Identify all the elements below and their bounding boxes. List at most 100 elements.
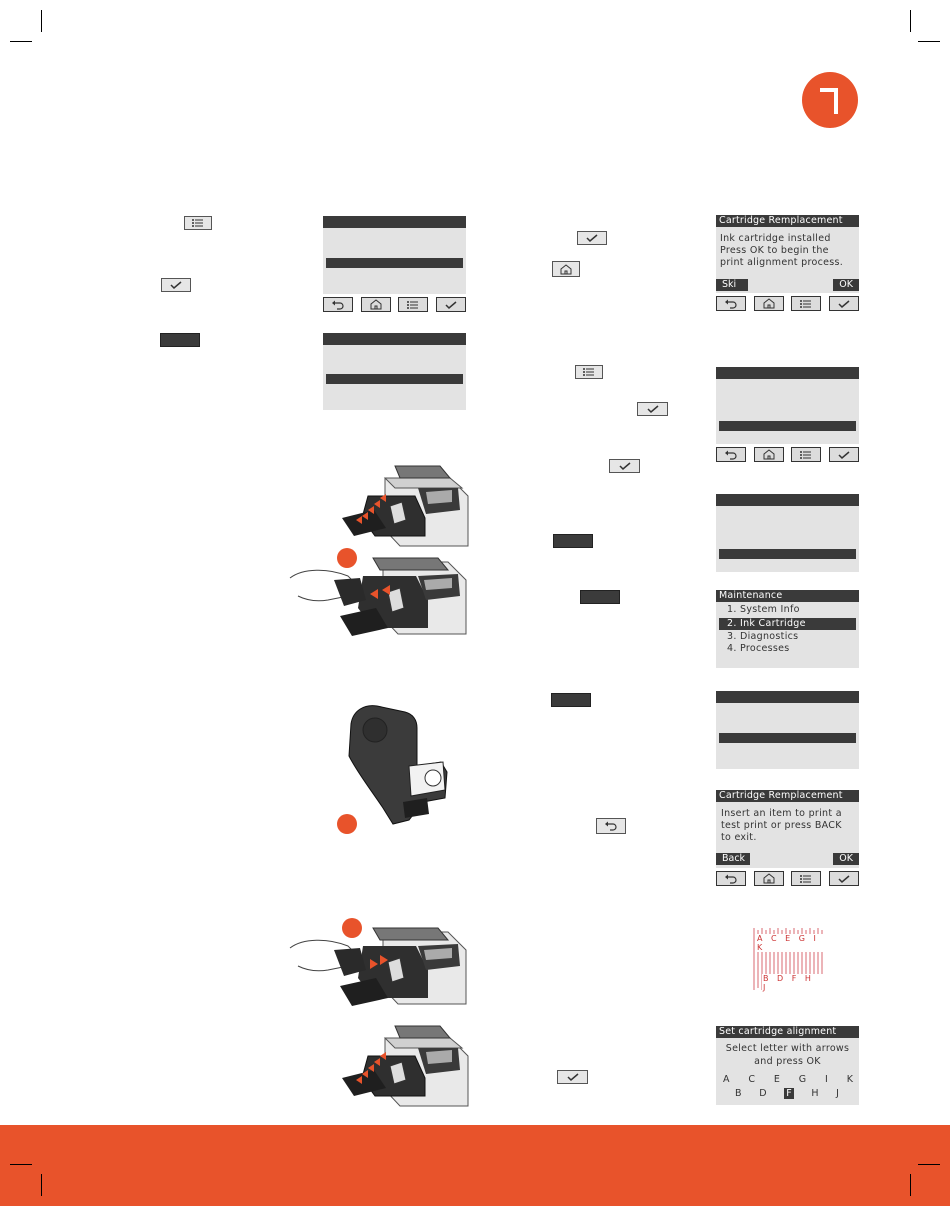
dark-key-icon: [551, 693, 591, 707]
letter-option[interactable]: E: [773, 1074, 780, 1085]
screen-line: print alignment process.: [720, 257, 844, 268]
selected-row: [326, 258, 463, 268]
checkmark-icon: [445, 300, 457, 309]
home-icon: [763, 449, 775, 460]
lcd-screen-2: [323, 333, 466, 410]
alignment-bottom-letters: B D F H J: [762, 974, 824, 992]
menu-list-icon: [800, 299, 812, 308]
screen-line: Ink cartridge installed: [720, 233, 831, 244]
menu-button[interactable]: [791, 447, 822, 462]
back-button[interactable]: [323, 297, 353, 312]
letter-option[interactable]: B: [735, 1088, 742, 1099]
home-icon: [370, 299, 382, 310]
back-arrow-icon: [725, 450, 737, 460]
selected-row: [719, 421, 856, 431]
selected-row: [719, 733, 856, 743]
menu-button[interactable]: [398, 297, 429, 312]
ok-key-icon: [557, 1070, 588, 1084]
menu-button[interactable]: [791, 871, 822, 886]
letter-option[interactable]: G: [798, 1074, 807, 1085]
crop-mark: [910, 1174, 911, 1196]
ok-button[interactable]: [435, 297, 466, 312]
ink-cartridge-illustration: [348, 705, 448, 825]
screen-title-bar: [716, 494, 859, 506]
dark-key-icon: [160, 333, 200, 347]
menu-item-processes[interactable]: 4. Processes: [727, 643, 790, 654]
hardware-buttons: [716, 296, 859, 312]
alignment-test-print: A C E G I K B D F H J: [752, 928, 824, 992]
ok-soft-key[interactable]: OK: [833, 853, 859, 865]
crop-mark: [918, 41, 940, 42]
step-number-glyph: [820, 88, 838, 114]
menu-list-icon: [800, 874, 812, 883]
screen-title: Cartridge Remplacement: [716, 215, 859, 227]
screen-title-bar: [716, 367, 859, 379]
printer-illustration-close: [342, 1025, 469, 1107]
insert-item-screen: Cartridge Remplacement Insert an item to…: [716, 790, 859, 868]
selected-row: [326, 374, 463, 384]
back-arrow-icon: [725, 299, 737, 309]
step-marker-dot: [337, 814, 357, 834]
menu-key-icon: [184, 216, 212, 230]
ok-button[interactable]: [828, 871, 859, 886]
letter-option[interactable]: D: [759, 1088, 767, 1099]
letter-option[interactable]: A: [723, 1074, 730, 1085]
screen-line: test print or press BACK: [721, 820, 842, 831]
screen-line: and press OK: [754, 1056, 821, 1067]
lcd-screen-4: [716, 494, 859, 572]
ok-button[interactable]: [828, 447, 859, 462]
back-key-icon: [596, 818, 626, 834]
letter-option[interactable]: J: [836, 1088, 839, 1099]
letter-option[interactable]: C: [748, 1074, 756, 1085]
step-marker-dot: [337, 548, 357, 568]
crop-mark: [41, 1174, 42, 1196]
screen-line: to exit.: [721, 832, 757, 843]
letter-option[interactable]: I: [825, 1074, 828, 1085]
letter-option[interactable]: H: [811, 1088, 819, 1099]
selected-row: [719, 549, 856, 559]
menu-item-diagnostics[interactable]: 3. Diagnostics: [727, 631, 799, 642]
menu-item-system-info[interactable]: 1. System Info: [727, 604, 800, 615]
ok-button[interactable]: [828, 296, 859, 311]
home-icon: [763, 298, 775, 309]
crop-mark: [918, 1164, 940, 1165]
home-button[interactable]: [753, 296, 784, 311]
checkmark-icon: [838, 874, 850, 883]
ok-key-icon: [577, 231, 607, 245]
dark-key-icon: [580, 590, 620, 604]
skip-soft-key[interactable]: Ski: [716, 279, 748, 291]
home-button[interactable]: [753, 447, 784, 462]
step-badge: [802, 72, 858, 128]
hardware-buttons: [716, 447, 859, 463]
cartridge-installed-screen: Cartridge Remplacement Ink cartridge ins…: [716, 215, 859, 293]
back-soft-key[interactable]: Back: [716, 853, 750, 865]
ok-key-icon: [161, 278, 191, 292]
letter-option[interactable]: K: [846, 1074, 853, 1085]
alignment-letter-row-1: A C E G I K: [723, 1074, 853, 1085]
menu-list-icon: [800, 450, 812, 459]
screen-title: Set cartridge alignment: [716, 1026, 859, 1038]
screen-line: Insert an item to print a: [721, 808, 842, 819]
step-marker-dot: [342, 918, 362, 938]
menu-button[interactable]: [791, 296, 822, 311]
back-button[interactable]: [716, 871, 746, 886]
letter-option-selected[interactable]: F: [784, 1088, 794, 1099]
printer-remove-cartridge-illustration: [289, 557, 467, 636]
menu-item-ink-cartridge[interactable]: 2. Ink Cartridge: [719, 618, 856, 630]
back-button[interactable]: [716, 296, 746, 311]
printer-illustration-open: [342, 465, 469, 547]
set-alignment-screen: Set cartridge alignment Select letter wi…: [716, 1026, 859, 1105]
hardware-buttons: [716, 871, 859, 887]
home-button[interactable]: [753, 871, 784, 886]
back-button[interactable]: [716, 447, 746, 462]
screen-title-bar: [323, 216, 466, 228]
crop-mark: [910, 10, 911, 32]
lcd-screen-5: [716, 691, 859, 769]
screen-title-bar: [323, 333, 466, 345]
back-arrow-icon: [332, 300, 344, 310]
footer-band: [0, 1125, 950, 1206]
alignment-letter-row-2: B D F H J: [735, 1088, 839, 1099]
screen-title: Cartridge Remplacement: [716, 790, 859, 802]
ok-soft-key[interactable]: OK: [833, 279, 859, 291]
home-button[interactable]: [360, 297, 391, 312]
